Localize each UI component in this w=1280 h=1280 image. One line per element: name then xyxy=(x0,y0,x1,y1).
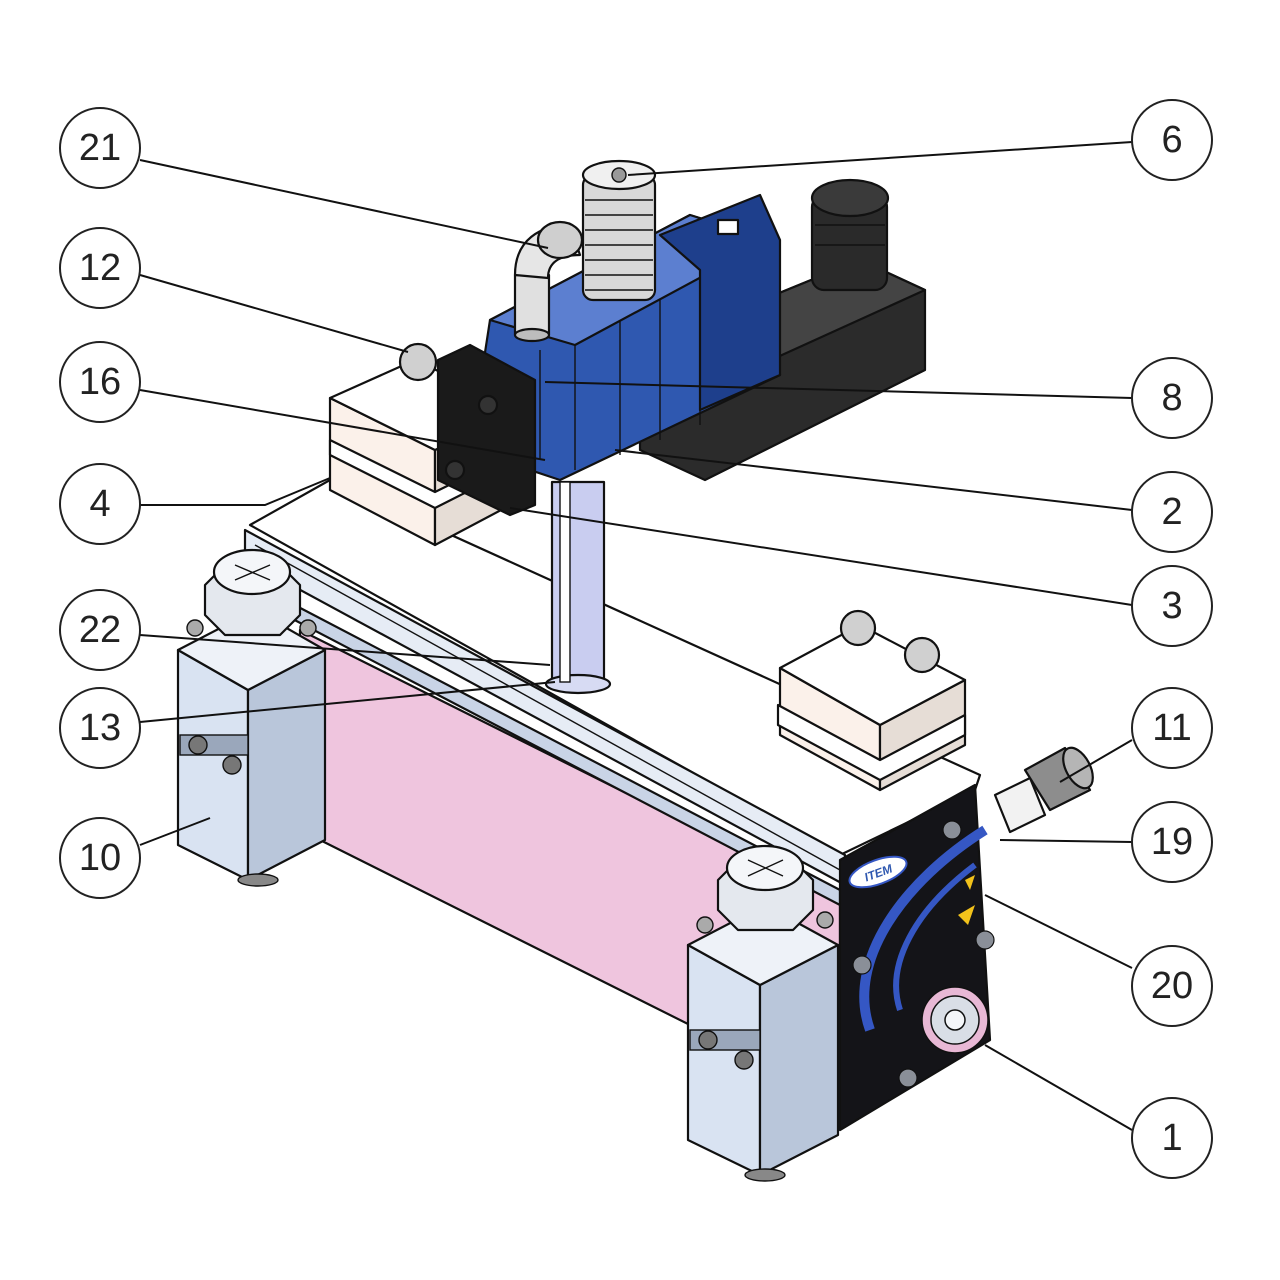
callout-1: 1 xyxy=(1131,1097,1213,1179)
callout-label: 1 xyxy=(1161,1117,1182,1159)
callout-label: 4 xyxy=(89,483,110,525)
corner-block-right xyxy=(686,844,840,1182)
callout-label: 3 xyxy=(1161,585,1182,627)
callout-6: 6 xyxy=(1131,99,1213,181)
callout-circle xyxy=(59,341,141,423)
callout-19: 19 xyxy=(1131,801,1213,883)
callout-3: 3 xyxy=(1131,565,1213,647)
callout-circle xyxy=(59,589,141,671)
main-housing xyxy=(243,528,847,1102)
callout-16: 16 xyxy=(59,341,141,423)
callout-circle xyxy=(1131,1097,1213,1179)
callout-8: 8 xyxy=(1131,357,1213,439)
callout-13: 13 xyxy=(59,687,141,769)
callout-circle xyxy=(59,687,141,769)
callout-circle xyxy=(1131,471,1213,553)
callout-circle xyxy=(59,817,141,899)
callout-label: 22 xyxy=(79,609,121,651)
callout-circle xyxy=(1131,801,1213,883)
callout-label: 8 xyxy=(1161,377,1182,419)
corner-block-left xyxy=(176,548,327,887)
callout-label: 16 xyxy=(79,361,121,403)
callout-label: 12 xyxy=(79,247,121,289)
callout-label: 21 xyxy=(79,127,121,169)
callout-label: 20 xyxy=(1151,965,1193,1007)
callout-circle xyxy=(1131,357,1213,439)
side-fitting xyxy=(993,746,1094,834)
callout-2: 2 xyxy=(1131,471,1213,553)
end-plate: ITEM xyxy=(838,783,995,1132)
callout-label: 19 xyxy=(1151,821,1193,863)
callout-11: 11 xyxy=(1131,687,1213,769)
leader-lines xyxy=(139,141,1133,1131)
callout-label: 11 xyxy=(1152,707,1191,749)
callout-label: 13 xyxy=(79,707,121,749)
callout-22: 22 xyxy=(59,589,141,671)
callout-label: 6 xyxy=(1161,119,1182,161)
callout-circle xyxy=(59,227,141,309)
callout-20: 20 xyxy=(1131,945,1213,1027)
callout-circle xyxy=(1131,945,1213,1027)
elbow-fitting xyxy=(513,220,584,343)
callout-circle xyxy=(1131,687,1213,769)
callout-circle xyxy=(1131,565,1213,647)
callout-circle xyxy=(1131,99,1213,181)
callout-12: 12 xyxy=(59,227,141,309)
callout-4: 4 xyxy=(59,463,141,545)
clamp-block-right xyxy=(776,609,967,792)
vertical-tube xyxy=(544,480,612,695)
callout-10: 10 xyxy=(59,817,141,899)
callout-label: 2 xyxy=(1161,491,1182,533)
callout-circle xyxy=(59,463,141,545)
callout-circle xyxy=(59,107,141,189)
callout-21: 21 xyxy=(59,107,141,189)
silencer xyxy=(581,159,657,302)
callout-label: 10 xyxy=(79,837,121,879)
